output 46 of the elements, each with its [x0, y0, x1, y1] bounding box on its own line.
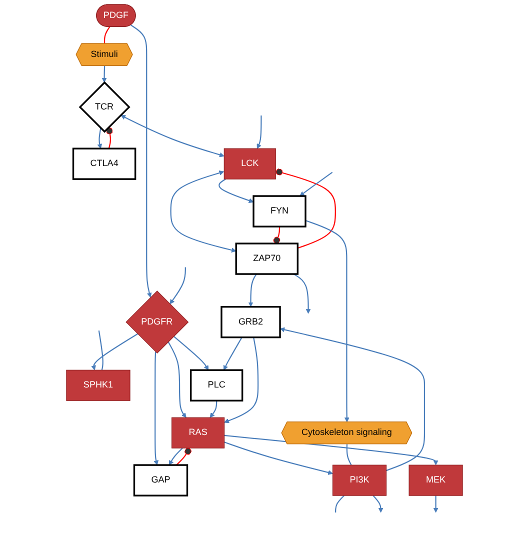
- connector: [273, 226, 280, 244]
- node-box: SPHK1: [66, 370, 130, 401]
- arrow: [224, 337, 259, 424]
- arrow: [248, 274, 257, 308]
- connector: [176, 448, 192, 466]
- connector: [275, 168, 336, 249]
- arrow: [256, 116, 262, 149]
- node-diamond: PDGFR: [126, 290, 189, 354]
- arrow: [224, 442, 333, 475]
- node-box: GAP: [133, 464, 188, 496]
- arrow: [168, 448, 183, 466]
- arrow: [170, 170, 236, 252]
- arrow: [102, 66, 107, 83]
- arrow: [210, 400, 218, 418]
- arrow: [223, 337, 242, 370]
- node-box: PI3K: [332, 464, 387, 496]
- connector: [335, 495, 345, 513]
- arrow: [293, 274, 311, 314]
- connector: [106, 127, 113, 149]
- node-box: MEK: [408, 464, 463, 496]
- node-box: ZAP70: [235, 242, 299, 275]
- arrow: [218, 178, 254, 203]
- arrow: [280, 327, 426, 472]
- connector: [104, 26, 110, 44]
- arrow: [130, 24, 152, 298]
- arrow: [300, 172, 333, 196]
- arrow: [91, 333, 138, 370]
- arrow: [433, 496, 438, 513]
- arrow: [97, 128, 102, 149]
- arrow: [224, 434, 438, 466]
- arrow: [170, 267, 186, 304]
- arrow: [173, 336, 209, 370]
- arrow: [120, 115, 224, 158]
- connector: [346, 444, 352, 466]
- node-box: PLC: [190, 369, 244, 402]
- node-box: LCK: [224, 148, 276, 180]
- connector: [98, 330, 104, 370]
- arrow: [154, 352, 158, 466]
- node-box: CTLA4: [72, 148, 136, 180]
- node-box: RAS: [172, 417, 225, 448]
- arrow: [305, 220, 350, 422]
- node-box: GRB2: [220, 306, 281, 338]
- arrow: [372, 495, 384, 513]
- arrow: [168, 342, 186, 418]
- node-diamond: TCR: [78, 81, 130, 133]
- node-box: FYN: [252, 195, 306, 228]
